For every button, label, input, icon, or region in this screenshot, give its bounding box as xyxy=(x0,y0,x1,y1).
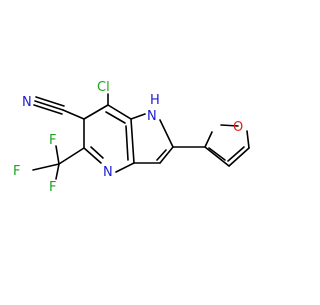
bond xyxy=(55,163,60,180)
bond xyxy=(55,145,60,165)
atom-label-o: O xyxy=(233,120,243,135)
bond xyxy=(34,100,64,111)
bond xyxy=(130,118,135,164)
bond xyxy=(208,147,226,161)
bond xyxy=(159,146,174,164)
bond xyxy=(33,104,63,115)
bond xyxy=(83,104,109,120)
atom-label-cl: Cl xyxy=(97,80,110,95)
bond xyxy=(220,124,239,127)
bond xyxy=(58,147,85,165)
atom-label-n-ring: N xyxy=(103,165,113,180)
atom-label-f-top: F xyxy=(49,133,56,148)
bond xyxy=(35,96,65,107)
bond xyxy=(228,147,250,167)
bond xyxy=(62,109,85,120)
bond xyxy=(83,147,102,164)
atom-label-f-bottom: F xyxy=(49,180,56,195)
bond xyxy=(156,149,167,161)
bond xyxy=(227,146,245,162)
bond xyxy=(246,130,250,149)
bond xyxy=(107,104,132,120)
atom-label-nh-n: N xyxy=(147,109,157,124)
bond xyxy=(32,163,60,171)
atom-label-nh-h: H xyxy=(150,93,160,108)
bond xyxy=(90,146,104,159)
atom-label-n-nitrile: N xyxy=(22,95,32,110)
bond xyxy=(204,146,230,167)
bond xyxy=(105,111,126,124)
structure-canvas: Cl N H N N O F F F xyxy=(13,80,250,195)
bond xyxy=(125,125,129,161)
molecule-diagram: Cl N H N N O F F F xyxy=(13,80,250,195)
bond xyxy=(159,119,174,148)
bond xyxy=(115,162,135,173)
bond xyxy=(204,131,213,148)
atom-label-f-left: F xyxy=(13,164,20,179)
bond xyxy=(130,113,146,120)
